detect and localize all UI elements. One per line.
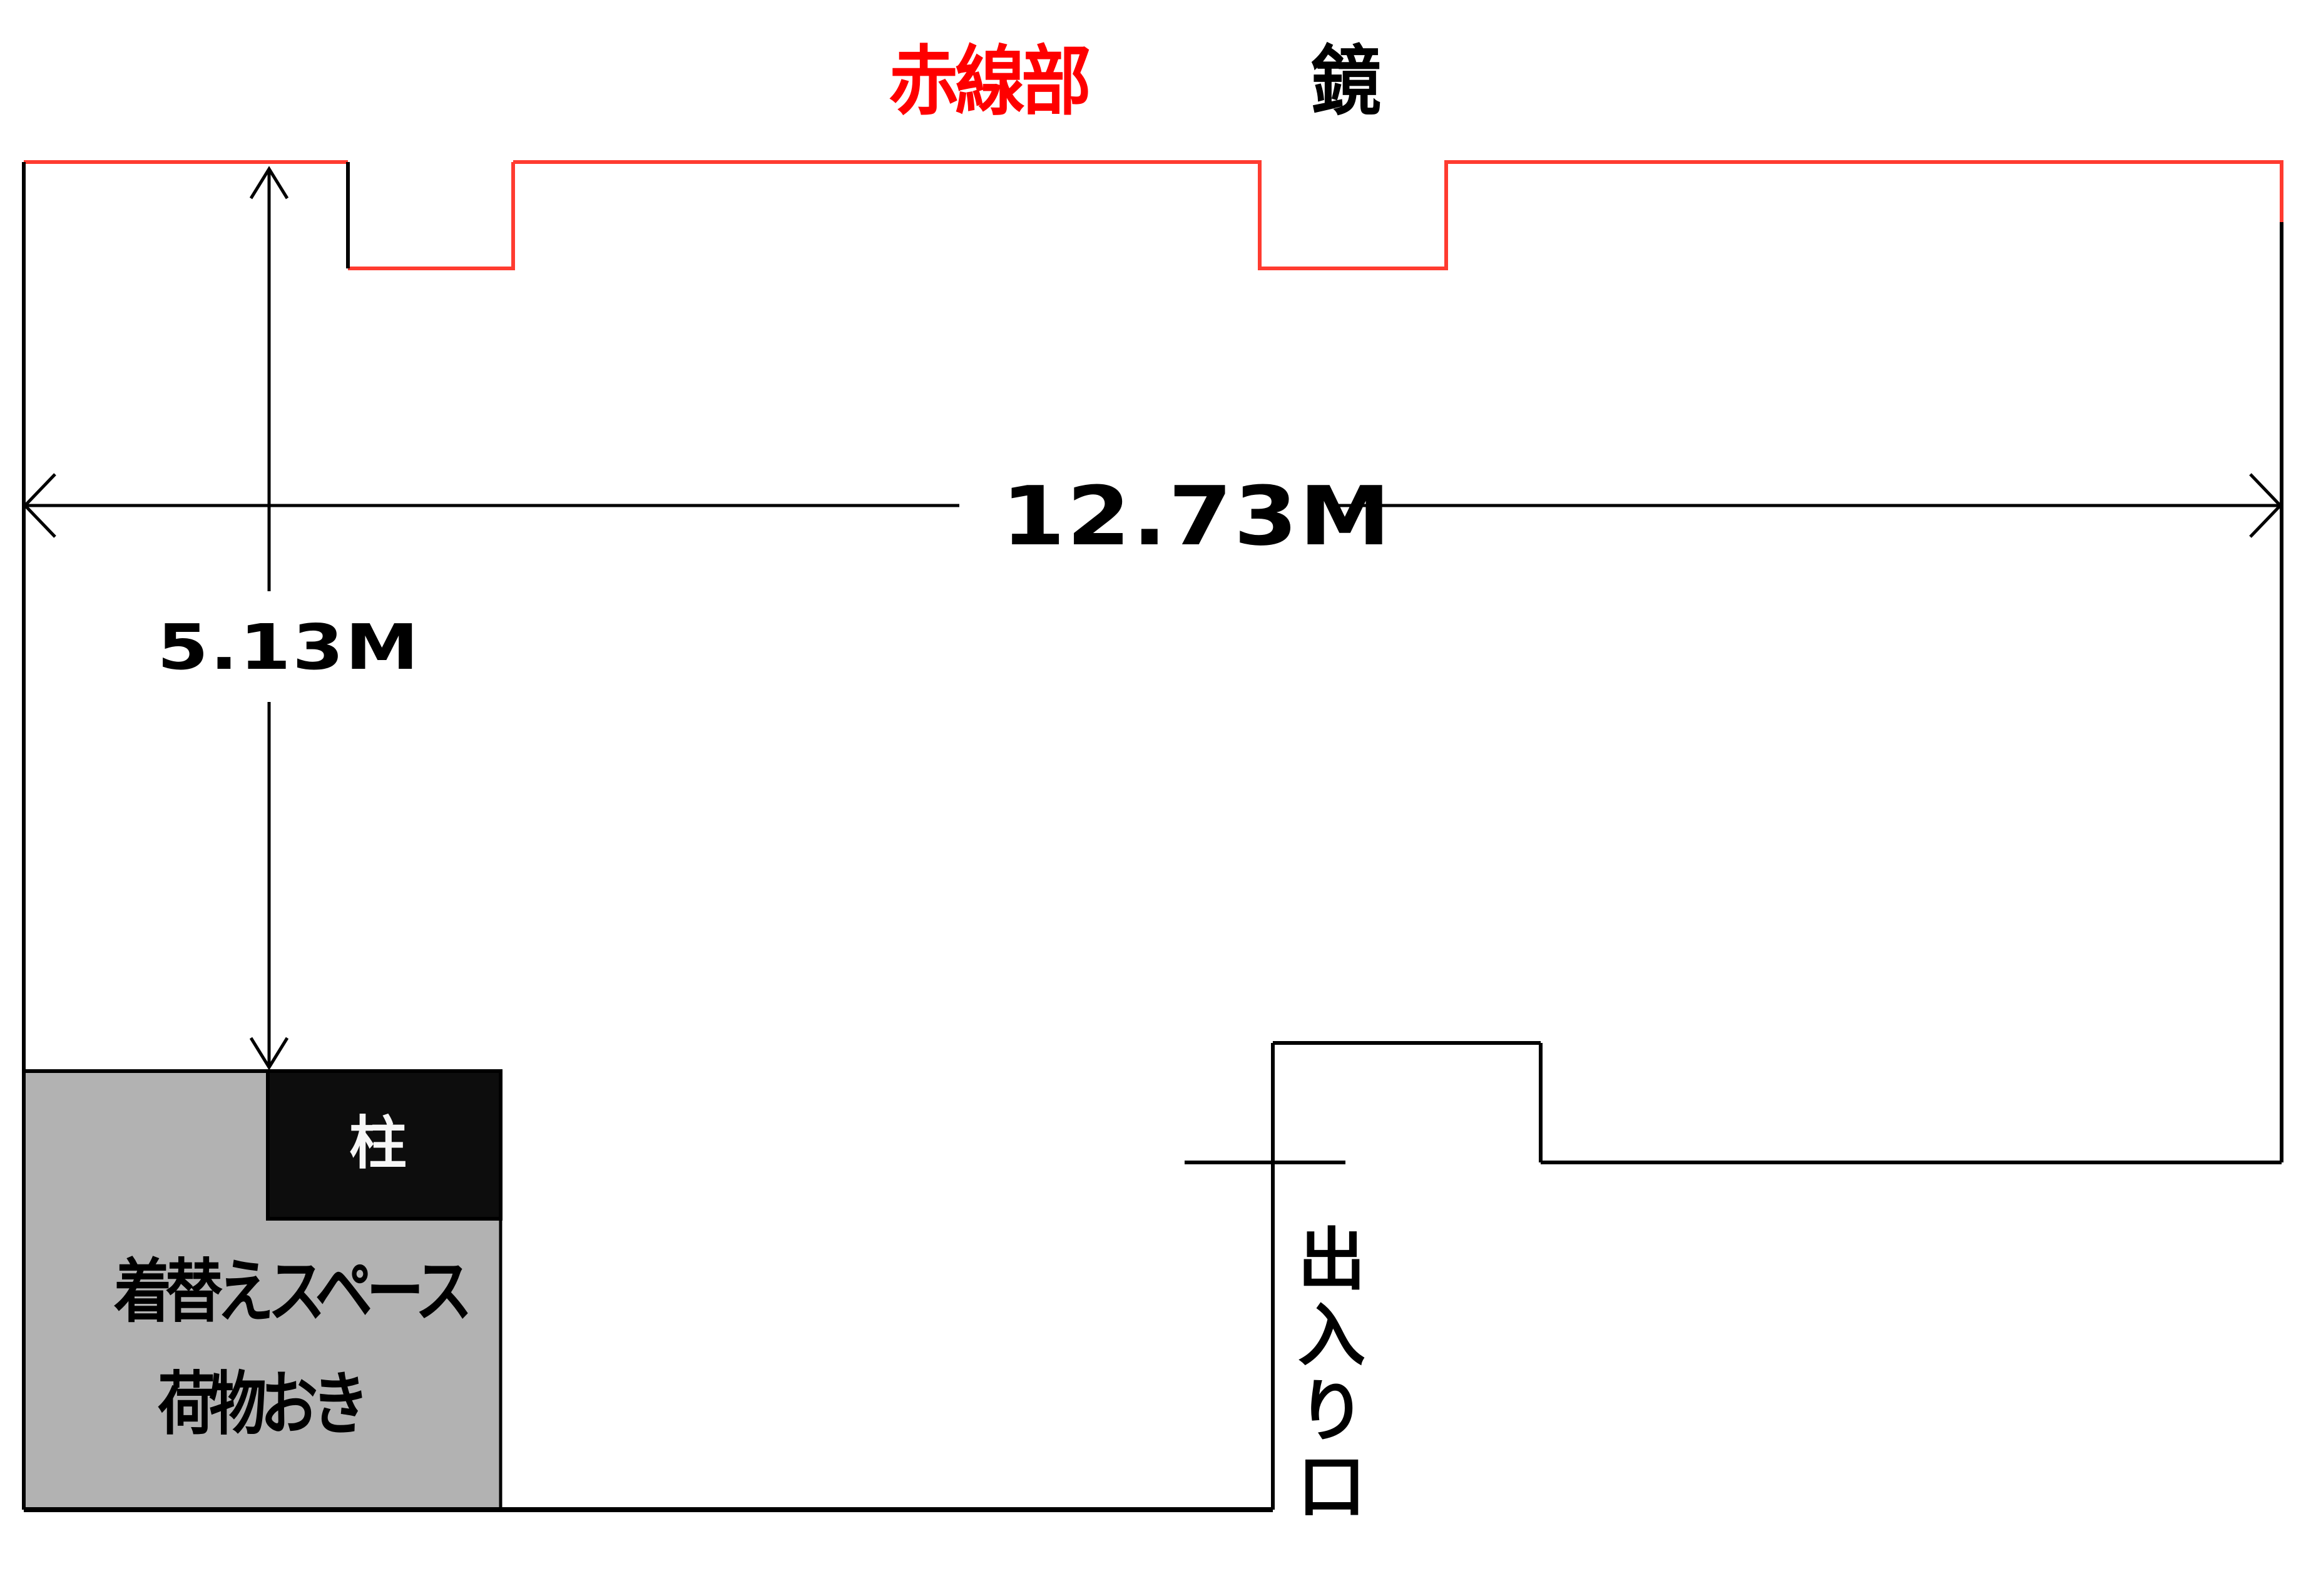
changing-space-label: 着替えスペース [114, 1251, 472, 1332]
entrance-label: 出 入 り 口 [1288, 1221, 1375, 1527]
pillar-label: 柱 [349, 1110, 407, 1177]
entrance-char: 入 [1297, 1296, 1365, 1375]
entrance-char: り [1297, 1372, 1365, 1451]
height-dimension-arrow [249, 166, 289, 1070]
entrance-char: 口 [1297, 1448, 1365, 1527]
pillar-block [266, 1069, 503, 1221]
luggage-area-label: 荷物おき [158, 1364, 369, 1445]
mirror-walls [24, 160, 2283, 270]
width-dimension-arrow [23, 473, 2283, 538]
walls [22, 162, 2283, 1512]
mirror-legend-meaning: 鏡 [1311, 38, 1381, 126]
width-dimension-label: 12.73M [1001, 469, 1392, 564]
mirror-legend-label: 赤線部 [889, 38, 1091, 126]
entrance-char: 出 [1297, 1221, 1365, 1299]
height-dimension-label: 5.13M [157, 611, 421, 684]
